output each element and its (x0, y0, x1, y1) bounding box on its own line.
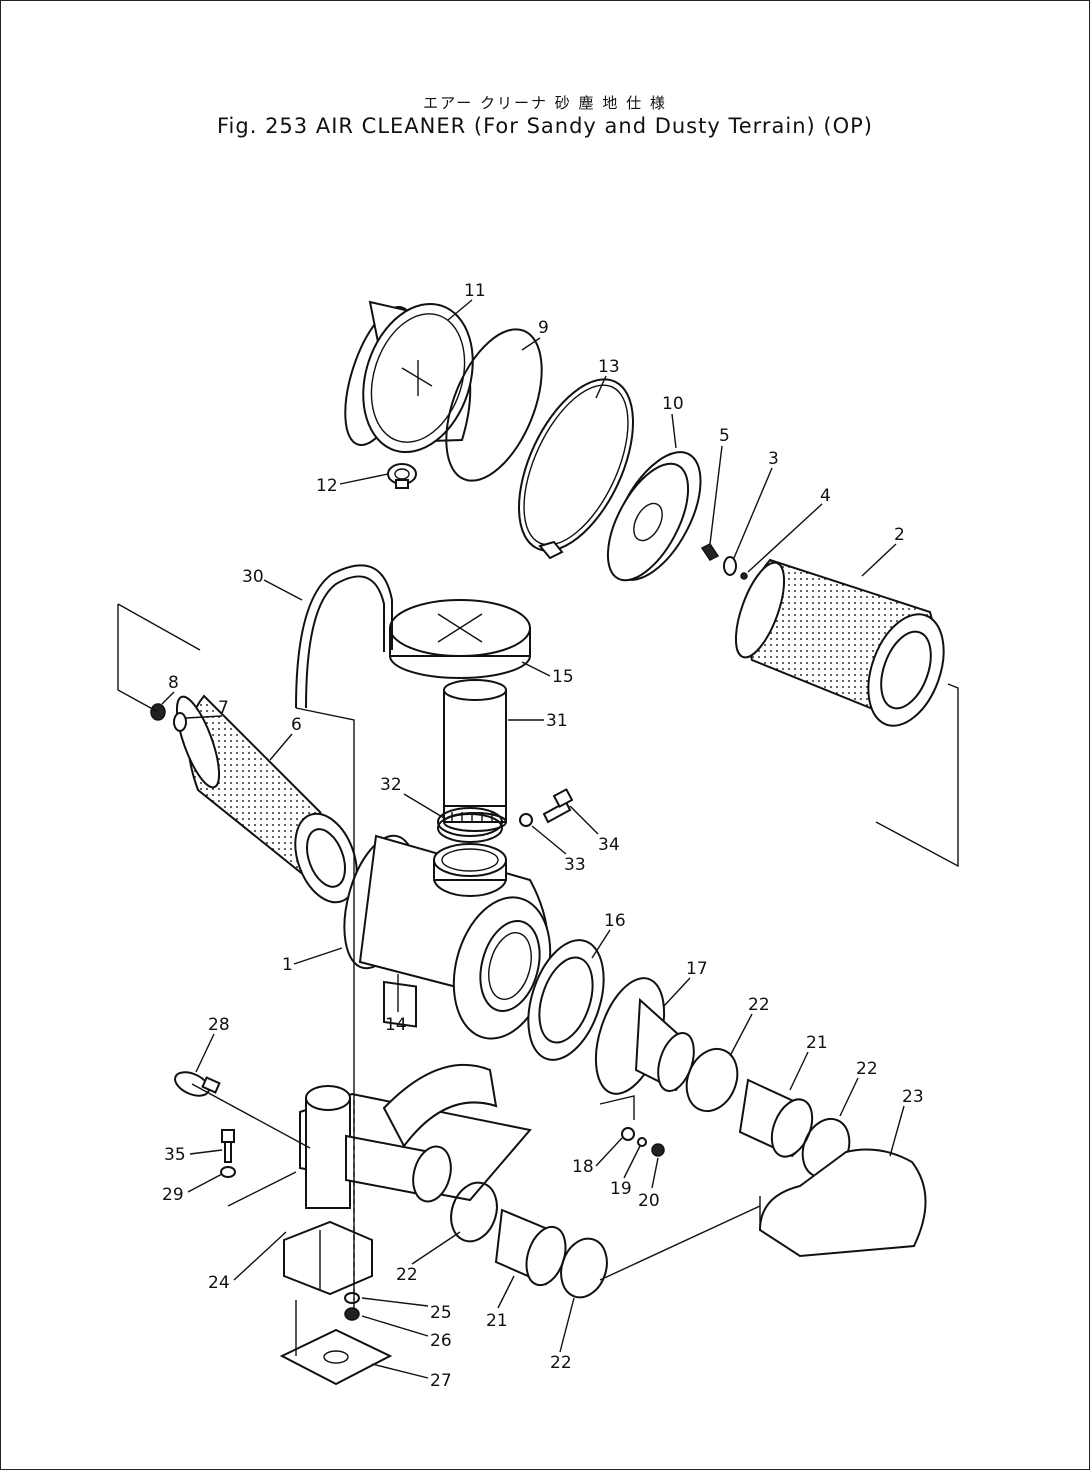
callout-12: 12 (316, 476, 338, 496)
part-30-washer (220, 1166, 236, 1178)
part-12-cap (387, 463, 417, 489)
callout-20: 20 (638, 1191, 660, 1211)
part-29-plate (279, 1328, 393, 1386)
part-21-hose-a (738, 1078, 814, 1158)
part-20-nut (651, 1143, 665, 1157)
part-11-cover (344, 300, 474, 454)
callout-3: 3 (768, 449, 779, 469)
part-24-inlet-bracket (283, 1063, 532, 1296)
part-3-washer (723, 556, 737, 576)
callout-15: 15 (552, 667, 574, 687)
part-27-nut (344, 1307, 360, 1321)
callout-19: 19 (610, 1179, 632, 1199)
part-33-clamp (437, 807, 503, 843)
callout-1: 1 (282, 955, 293, 975)
callout-16: 16 (604, 911, 626, 931)
callout-5: 5 (719, 426, 730, 446)
part-28-sensor (174, 1071, 221, 1097)
figure-title: Fig. 253 AIR CLEANER (For Sandy and Dust… (217, 114, 873, 138)
part-22-clamp-a (685, 1047, 739, 1113)
callout-27: 26 (430, 1331, 452, 1351)
callout-4: 4 (820, 486, 831, 506)
callout-22-b: 22 (856, 1059, 878, 1079)
callout-10: 10 (662, 394, 684, 414)
callout-7: 7 (218, 698, 229, 718)
part-18-bolt (621, 1127, 635, 1141)
part-1-body (343, 834, 552, 1040)
callout-25: 30 (242, 567, 264, 587)
part-17-adapter (594, 977, 695, 1095)
part-22-clamp-d (560, 1237, 608, 1299)
part-15-precleaner-cap (389, 599, 531, 679)
part-32-tube (443, 679, 507, 832)
callout-22-a: 22 (748, 995, 770, 1015)
part-19-washer (637, 1137, 647, 1147)
callout-21-b: 21 (486, 1311, 508, 1331)
callout-24: 24 (208, 1273, 230, 1293)
callouts: 11 9 13 10 5 3 4 2 12 30 15 31 8 7 6 32 … (161, 281, 924, 1391)
callout-17: 17 (686, 959, 708, 979)
callout-11: 11 (464, 281, 486, 301)
part-2-element (734, 558, 945, 727)
callout-31: 35 (164, 1145, 186, 1165)
part-9-gasket (445, 328, 543, 482)
callout-26: 25 (430, 1303, 452, 1323)
callout-21-a: 21 (806, 1033, 828, 1053)
callout-30: 29 (162, 1185, 184, 1205)
callout-22-d: 22 (550, 1353, 572, 1373)
part-7-washer (173, 712, 187, 732)
callout-18: 18 (572, 1157, 594, 1177)
part-10-disc (606, 451, 702, 582)
assembly-lines (117, 603, 959, 1356)
callout-29: 27 (430, 1371, 452, 1391)
part-4-seal (740, 572, 748, 580)
part-31-bolt (221, 1129, 235, 1163)
part-5-wing-nut (700, 543, 720, 561)
part-21-hose-b (494, 1208, 567, 1287)
callout-22-c: 22 (396, 1265, 418, 1285)
callout-32: 31 (546, 711, 568, 731)
part-25-hose (295, 564, 393, 709)
callout-33: 32 (380, 775, 402, 795)
callout-2: 2 (894, 525, 905, 545)
part-6-safety-element (175, 694, 358, 904)
callout-6: 6 (291, 715, 302, 735)
callout-8: 8 (168, 673, 179, 693)
part-26-washer (344, 1292, 360, 1304)
callout-23: 23 (902, 1087, 924, 1107)
part-16-gasket (527, 939, 605, 1061)
callout-14: 14 (385, 1015, 407, 1035)
part-34-washer (519, 813, 533, 827)
part-35-bolt (542, 788, 574, 824)
part-13-band (517, 378, 635, 560)
callout-9: 9 (538, 318, 549, 338)
callout-28: 28 (208, 1015, 230, 1035)
part-22-clamp-c (450, 1181, 498, 1243)
part-23-duct (758, 1148, 927, 1258)
callout-13: 13 (598, 357, 620, 377)
figure-title-japanese: エアー クリーナ 砂 塵 地 仕 様 (423, 94, 667, 112)
callout-34: 33 (564, 855, 586, 875)
callout-35: 34 (598, 835, 620, 855)
